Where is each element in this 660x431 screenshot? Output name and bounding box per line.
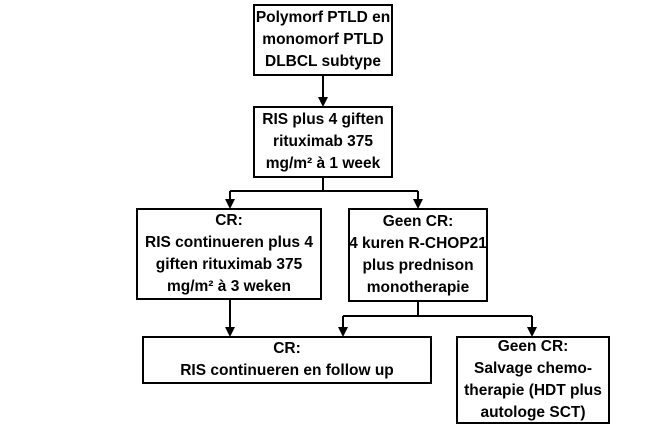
no-cr-branch-line-2: 4 kuren R-CHOP21 [349,235,487,252]
start-line-1: Polymorf PTLD en [255,9,391,26]
cr-branch-line-3: giften rituximab 375 [155,256,303,273]
initial-therapy-line-2: rituximab 375 [273,133,373,150]
no-cr-branch-line-1: Geen CR: [382,213,454,230]
cr-outcome-line-2: RIS continueren en follow up [180,362,394,379]
no-cr-branch-box: Geen CR: 4 kuren R-CHOP21 plus prednison… [348,208,488,302]
no-cr-outcome-box: Geen CR: Salvage chemo- therapie (HDT pl… [456,336,610,424]
start-line-2: monomorf PTLD [262,31,384,48]
initial-therapy-line-1: RIS plus 4 giften [262,111,384,128]
start-box: Polymorf PTLD en monomorf PTLD DLBCL sub… [253,4,393,76]
initial-therapy-box: RIS plus 4 giften rituximab 375 mg/m² à … [253,106,393,178]
cr-branch-box: CR: RIS continueren plus 4 giften rituxi… [136,208,322,300]
no-cr-branch-line-4: monotherapie [366,279,470,296]
initial-therapy-line-3: mg/m² à 1 week [265,155,381,172]
cr-branch-line-2: RIS continueren plus 4 [145,234,313,251]
cr-outcome-line-1: CR: [273,340,301,357]
no-cr-outcome-line-4: autologe SCT) [480,404,586,421]
no-cr-outcome-line-1: Geen CR: [497,338,569,355]
no-cr-outcome-line-2: Salvage chemo- [473,360,593,377]
cr-outcome-box: CR: RIS continueren en follow up [142,336,432,384]
no-cr-branch-line-3: plus prednison [362,257,474,274]
start-line-3: DLBCL subtype [265,53,381,70]
cr-branch-line-1: CR: [215,212,243,229]
no-cr-outcome-line-3: therapie (HDT plus [464,382,602,399]
cr-branch-line-4: mg/m² à 3 weken [166,278,292,295]
